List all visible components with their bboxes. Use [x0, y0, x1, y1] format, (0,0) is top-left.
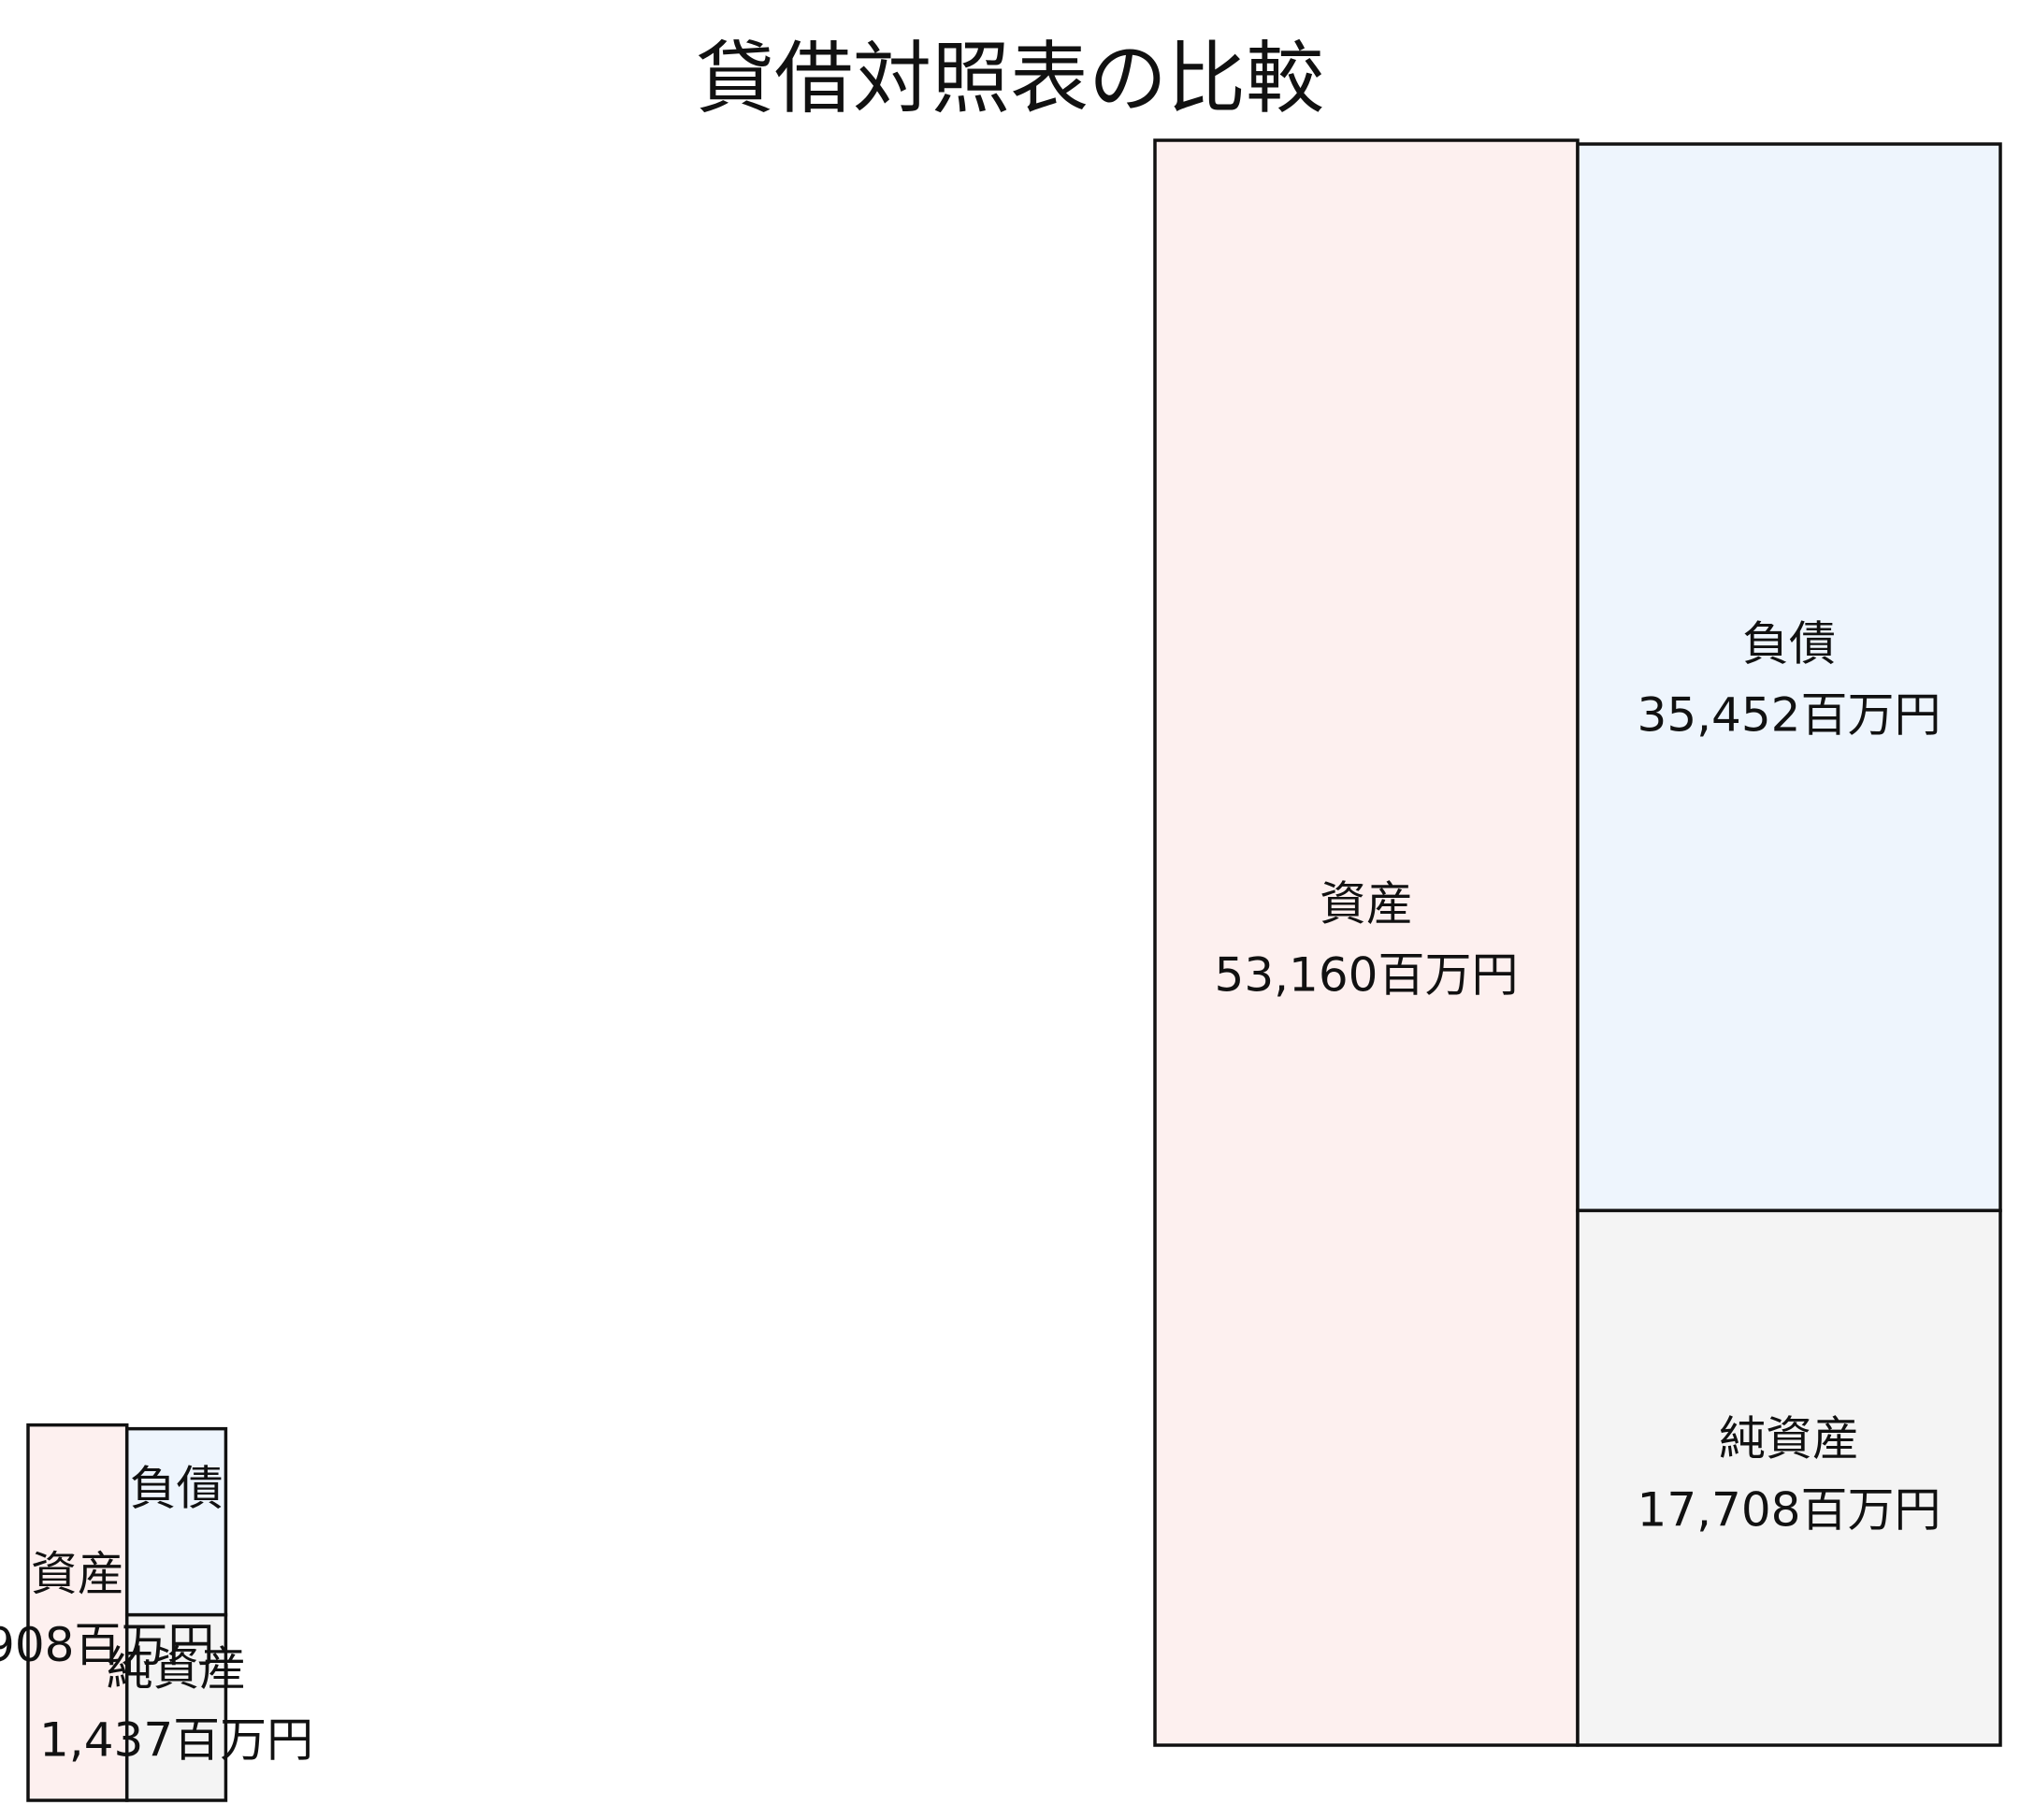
assets-bar — [1153, 138, 1580, 1747]
liabilities-bar — [1576, 142, 2002, 1213]
liabilities-bar — [124, 1426, 228, 1617]
assets-bar — [26, 1423, 129, 1802]
net-assets-value-label: 1,437百万円 — [39, 1712, 313, 1767]
chart-title: 貸借対照表の比較 — [695, 33, 1324, 124]
net-assets-label: 純資産 — [1719, 1412, 1859, 1466]
assets-value-label: 53,160百万円 — [1215, 948, 1519, 1003]
net-assets-bar — [124, 1612, 228, 1802]
net-assets-label: 純資産 — [107, 1641, 247, 1696]
assets-value-label: 2,908百万円 — [0, 1618, 214, 1672]
net-assets-value-label: 17,708百万円 — [1638, 1483, 1941, 1538]
liabilities-label: 負債 — [1742, 617, 1836, 672]
net-assets-bar — [1576, 1208, 2002, 1747]
assets-label: 資産 — [31, 1547, 124, 1601]
liabilities-value-label: 35,452百万円 — [1638, 688, 1941, 743]
assets-label: 資産 — [1320, 877, 1413, 932]
liabilities-label: 負債 — [130, 1462, 224, 1516]
